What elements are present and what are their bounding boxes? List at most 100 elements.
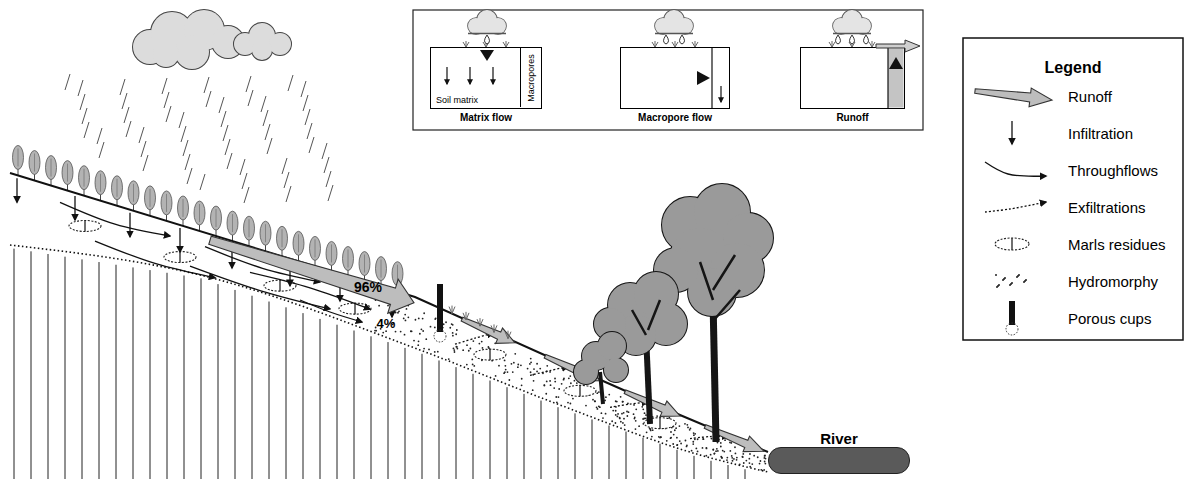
hydromorphy-dot (733, 458, 735, 460)
rain-streak (200, 174, 205, 190)
hydromorphy-dot (692, 443, 694, 445)
hydromorphy-dot (453, 348, 455, 350)
legend-text: Marls residues (1068, 236, 1166, 253)
hydromorphy-dot (721, 457, 723, 459)
hydromorphy-dot (543, 384, 545, 386)
hydromorphy-dot (533, 380, 535, 382)
hydromorphy-dot (633, 404, 635, 406)
hydromorphy-dot (1009, 284, 1011, 286)
runoff-strip (888, 49, 904, 108)
tree-trunk (600, 372, 603, 404)
hydromorphy-dot (705, 447, 707, 449)
hydromorphy-dot (411, 330, 413, 332)
bedrock-line (252, 296, 253, 479)
hydromorphy-dots (374, 295, 766, 471)
rain-streak (206, 91, 211, 107)
percentage-label: 96% (354, 279, 382, 295)
tree-crown (315, 239, 316, 257)
rain-streak (141, 141, 146, 157)
bedrock-line (405, 348, 406, 479)
cloud (655, 10, 693, 34)
rain-streak (303, 95, 308, 111)
hydromorphy-dot (530, 358, 532, 360)
cloud-part (468, 33, 506, 35)
rain-streak (99, 142, 104, 158)
cloud (175, 35, 209, 69)
infiltration-arrow (446, 67, 447, 84)
exfiltration-arrow (530, 367, 568, 376)
rain-streak (187, 168, 192, 184)
tree-crown (34, 154, 35, 172)
hydromorphy-dot (757, 456, 759, 458)
hydromorphy-dot (521, 378, 523, 380)
hydromorphy-dot (686, 424, 688, 426)
marl-residue (69, 220, 101, 231)
hydromorphy-dot (448, 358, 450, 360)
hydromorphy-dot (723, 451, 725, 453)
hydromorphy-dot (1004, 277, 1006, 279)
hydromorphy-dot (633, 413, 635, 415)
hydromorphy-dot (550, 384, 552, 386)
tree-crown (227, 211, 238, 235)
hydromorphy-dot (555, 396, 557, 398)
hydromorphy-dot (536, 363, 538, 365)
hydromorphy-dot (406, 308, 408, 310)
rain-streak (65, 74, 70, 90)
cloud-part (476, 24, 498, 34)
rain-streak (84, 122, 89, 138)
rain-streak (162, 78, 167, 94)
hydromorphy-dot (1016, 276, 1018, 278)
hydromorphy-dot (672, 443, 674, 445)
hydromorphy-dot (421, 328, 423, 330)
legend-title: Legend (1045, 59, 1102, 77)
marl-residue (279, 280, 280, 291)
tree-crown (133, 184, 134, 202)
hydromorphy-dot (598, 405, 600, 407)
hydromorphy-dot (659, 437, 661, 439)
node-label: Macropores (526, 54, 536, 102)
bedrock-line (133, 267, 134, 479)
rain-streak (328, 185, 333, 201)
tree-crown (598, 332, 626, 360)
hydromorphy-dot (711, 438, 713, 440)
infiltration-arrow (1011, 121, 1012, 144)
cloud-part (663, 24, 685, 34)
hydromorphy-dot (764, 455, 766, 457)
rain-streak (164, 92, 169, 108)
cloud-part (655, 18, 671, 34)
tree-crown (29, 151, 40, 175)
legend-text: Exfiltrations (1068, 199, 1146, 216)
hydromorphy-dot (378, 305, 380, 307)
hydromorphy-dot (597, 408, 599, 410)
cloud-part (842, 10, 862, 30)
hydromorphy-dot (570, 382, 572, 384)
hydromorphy-dot (693, 432, 695, 434)
hydromorphy-dot (407, 316, 409, 318)
bedrock-line (728, 465, 729, 479)
hydromorphy-dot (382, 332, 384, 334)
legend-text: Porous cups (1068, 310, 1151, 327)
cloud-part (855, 18, 871, 34)
tree-crown (381, 260, 382, 278)
legend-symbol (995, 274, 1027, 288)
bedrock-line (99, 262, 100, 479)
node-text: Soil matrix (436, 95, 478, 105)
hydromorphy-dot (736, 457, 738, 459)
hydromorphy-dot (400, 331, 402, 333)
hydromorphy-dot (466, 364, 468, 366)
throughflow-arrow (985, 162, 1046, 176)
hydromorphy-dot (418, 340, 420, 342)
legend-symbol (985, 202, 1046, 212)
marl-residue (1011, 238, 1012, 250)
bedrock-line (337, 325, 338, 479)
hydromorphy-dot (692, 441, 694, 443)
hydromorphy-dot (638, 425, 640, 427)
throughflow-arrow (300, 300, 362, 322)
hydromorphy-dot (430, 326, 432, 328)
hydromorphy-dot (650, 429, 652, 431)
hydromorphy-dot (504, 360, 506, 362)
hydromorphy-dot (608, 394, 610, 396)
hydromorphy-dot (434, 318, 436, 320)
cloud-part (677, 18, 693, 34)
hydromorphy-dot (434, 351, 436, 353)
